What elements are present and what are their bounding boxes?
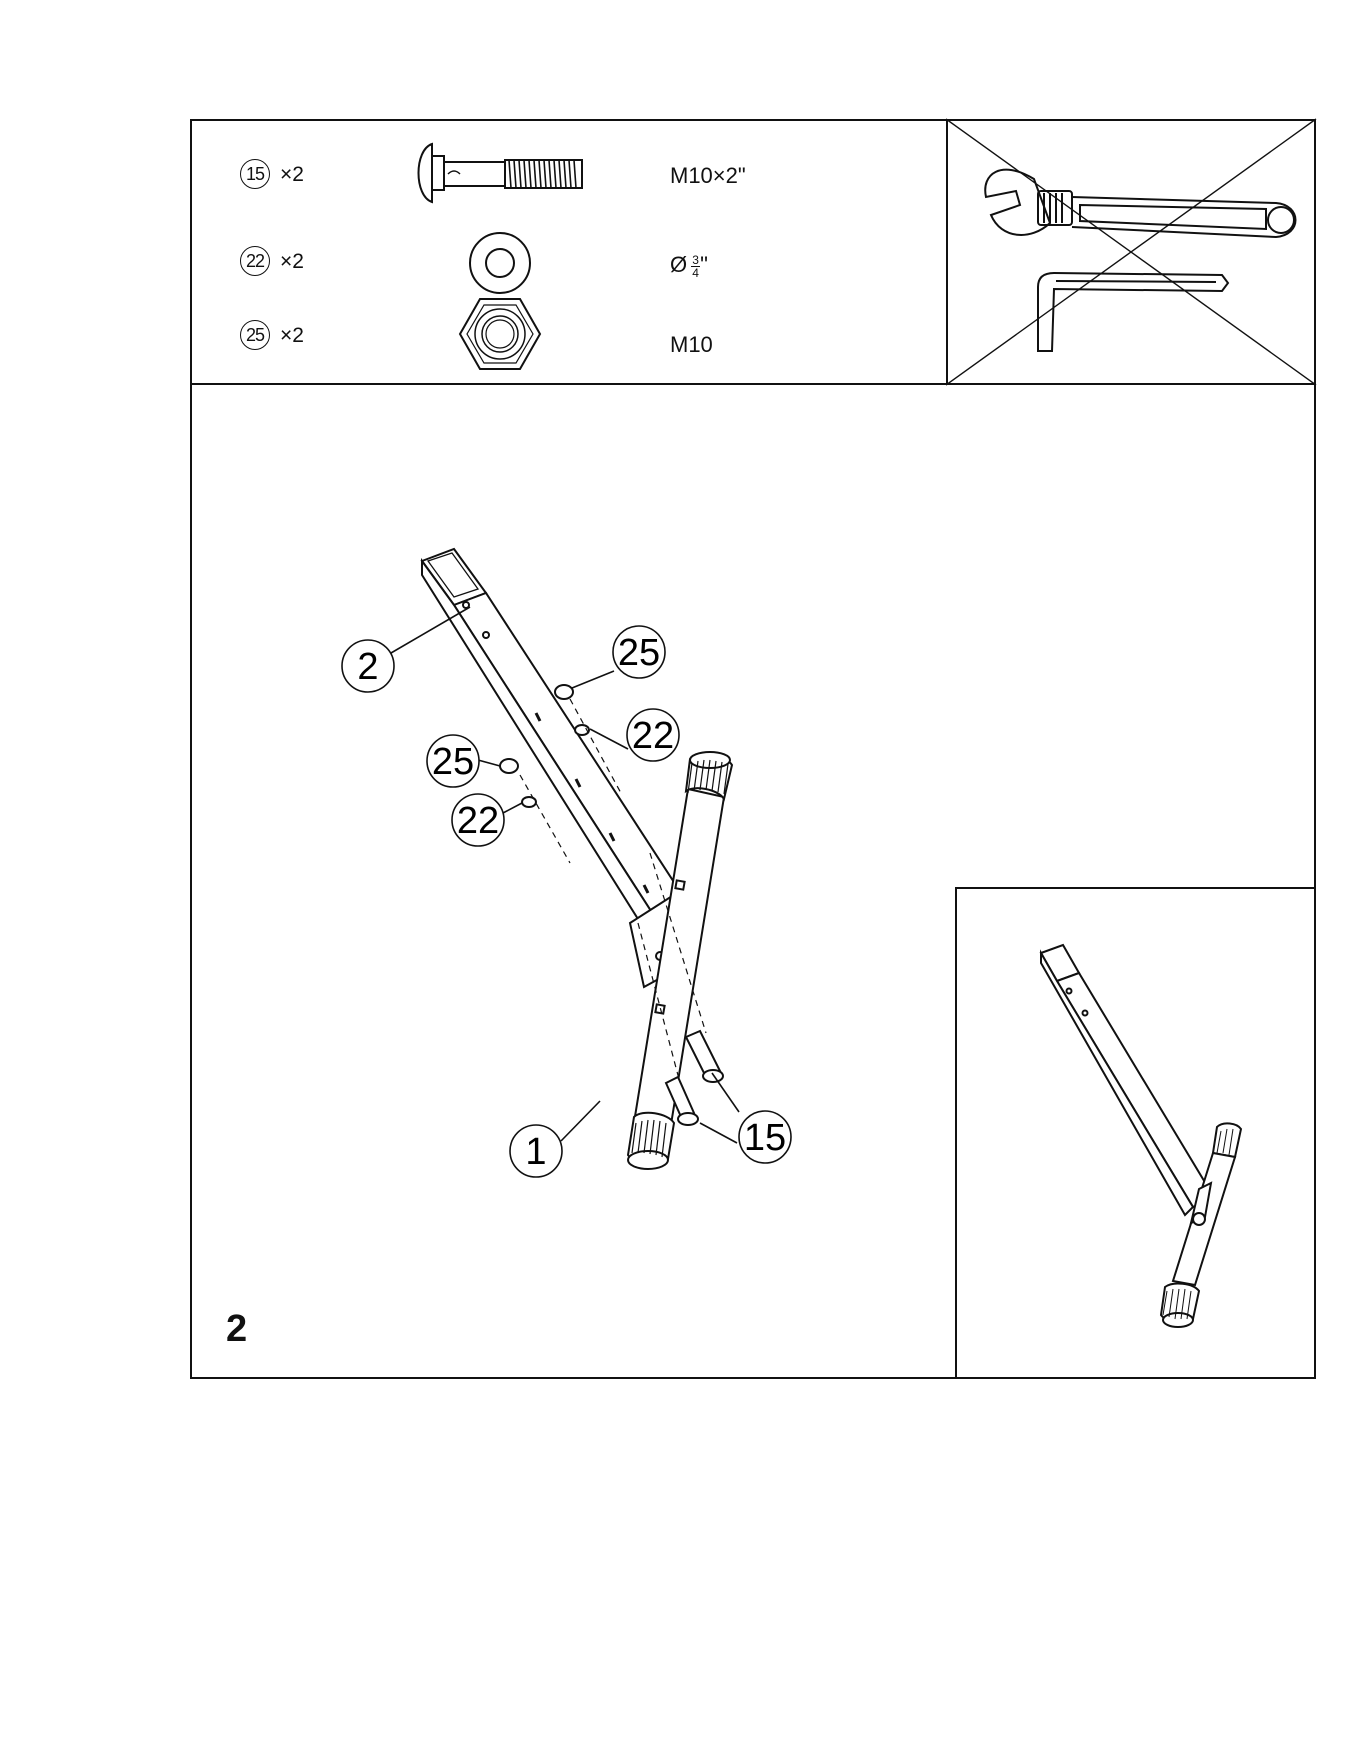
part-quantity: ×2 bbox=[280, 163, 304, 187]
hex-nut-icon bbox=[458, 296, 542, 372]
callout-label: 22 bbox=[457, 800, 499, 842]
part-callout: 15 bbox=[240, 159, 270, 189]
part-callout: 22 bbox=[240, 246, 270, 276]
callout-label: 25 bbox=[618, 632, 660, 674]
part-spec: M10×2" bbox=[670, 163, 746, 189]
carriage-bolt-icon bbox=[410, 140, 590, 205]
tools-drawing bbox=[946, 119, 1316, 385]
part-quantity: ×2 bbox=[280, 324, 304, 348]
callout-label: 22 bbox=[632, 715, 674, 757]
washer-icon bbox=[465, 228, 535, 298]
part-quantity: ×2 bbox=[280, 250, 304, 274]
assembled-view-diagram bbox=[955, 887, 1316, 1379]
part-callout: 25 bbox=[240, 320, 270, 350]
callout-label: 2 bbox=[357, 646, 378, 688]
part-spec: M10 bbox=[670, 332, 713, 358]
step-number: 2 bbox=[226, 1308, 247, 1351]
callout-label: 25 bbox=[432, 741, 474, 783]
adjustable-wrench-icon bbox=[985, 170, 1295, 237]
callout-label: 1 bbox=[525, 1131, 546, 1173]
callout-label: 15 bbox=[744, 1117, 786, 1159]
allen-key-icon bbox=[1038, 273, 1228, 351]
